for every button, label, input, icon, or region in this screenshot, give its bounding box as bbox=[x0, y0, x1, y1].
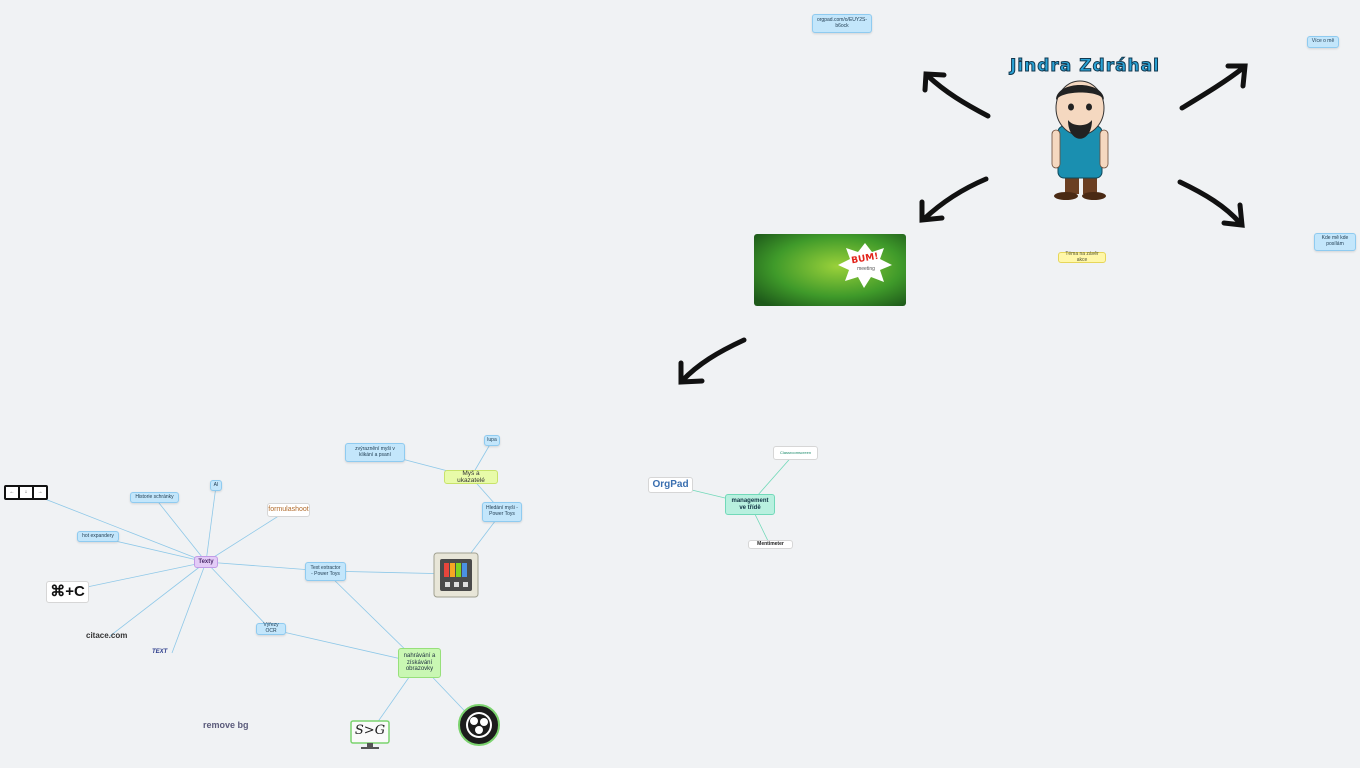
key-right-icon: → bbox=[34, 487, 46, 498]
mouse-pointers-node[interactable]: Myš a ukazatelé bbox=[444, 470, 498, 484]
bum-meeting-card[interactable] bbox=[754, 234, 906, 306]
screen-recording-node[interactable]: nahrávání a získávání obrazovky bbox=[398, 648, 441, 678]
formulashoot-logo-node[interactable]: formulashoot bbox=[267, 503, 310, 517]
classroomscreen-logo-node[interactable]: Classroomscreen bbox=[773, 446, 818, 460]
arrow-up-left bbox=[922, 71, 991, 119]
arrow-up-right bbox=[1179, 63, 1248, 111]
arrow-down-left bbox=[919, 176, 989, 223]
key-down-icon: ↓ bbox=[20, 487, 32, 498]
sg-logo-frame[interactable] bbox=[350, 720, 390, 749]
orgpad-logo-node[interactable]: OrgPad bbox=[648, 477, 693, 493]
text-extractor-node[interactable]: Text extractor - Power Toys bbox=[305, 562, 346, 581]
orgpad-link-node[interactable]: orgpad.com/o/EUY2S-b6ock bbox=[812, 14, 872, 33]
clipboard-history-node[interactable]: Historie schránky bbox=[130, 492, 179, 503]
connector-lines bbox=[26, 440, 503, 734]
avatar-illustration bbox=[1051, 80, 1109, 200]
more-about-me-node[interactable]: Více o mě bbox=[1307, 36, 1339, 48]
mentimeter-logo-node[interactable]: Mentimeter bbox=[748, 540, 793, 549]
powertoys-logo[interactable] bbox=[433, 552, 479, 598]
mouse-highlight-node[interactable]: zvýraznění myši v klikání a psaní bbox=[345, 443, 405, 462]
text-tool-logo[interactable]: TEXT bbox=[152, 649, 168, 655]
magnifier-node[interactable]: lupa bbox=[484, 435, 500, 446]
arrow-down-right bbox=[1177, 179, 1245, 228]
removebg-logo[interactable]: remove bg bbox=[203, 720, 249, 730]
key-left-icon: ← bbox=[6, 487, 18, 498]
copy-shortcut-image[interactable]: ⌘+C bbox=[46, 581, 89, 603]
where-i-send-node[interactable]: Kde mě kde posílám bbox=[1314, 233, 1356, 251]
closing-topic-note[interactable]: Téma na závěr akce bbox=[1058, 251, 1106, 263]
hot-expanders-node[interactable]: hot expandery bbox=[77, 531, 119, 542]
management-center-node[interactable]: management ve třídě bbox=[725, 494, 775, 515]
meeting-logo-text: meeting bbox=[857, 266, 875, 272]
page-title: Jindra Zdráhal bbox=[1010, 56, 1160, 77]
citace-logo[interactable]: citace.com bbox=[86, 631, 128, 640]
arrow-keys-image[interactable]: ← ↓ → bbox=[4, 485, 48, 500]
ai-node[interactable]: AI bbox=[210, 480, 222, 491]
sg-logo-text: S>G bbox=[354, 723, 386, 738]
texty-center-node[interactable]: Texty bbox=[194, 556, 218, 568]
ocr-node[interactable]: Výřezy OCR bbox=[256, 622, 286, 635]
obs-logo[interactable] bbox=[458, 704, 500, 746]
find-mouse-node[interactable]: Hledání myši - Power Toys bbox=[482, 502, 522, 522]
arrow-down-left-large bbox=[678, 337, 747, 385]
